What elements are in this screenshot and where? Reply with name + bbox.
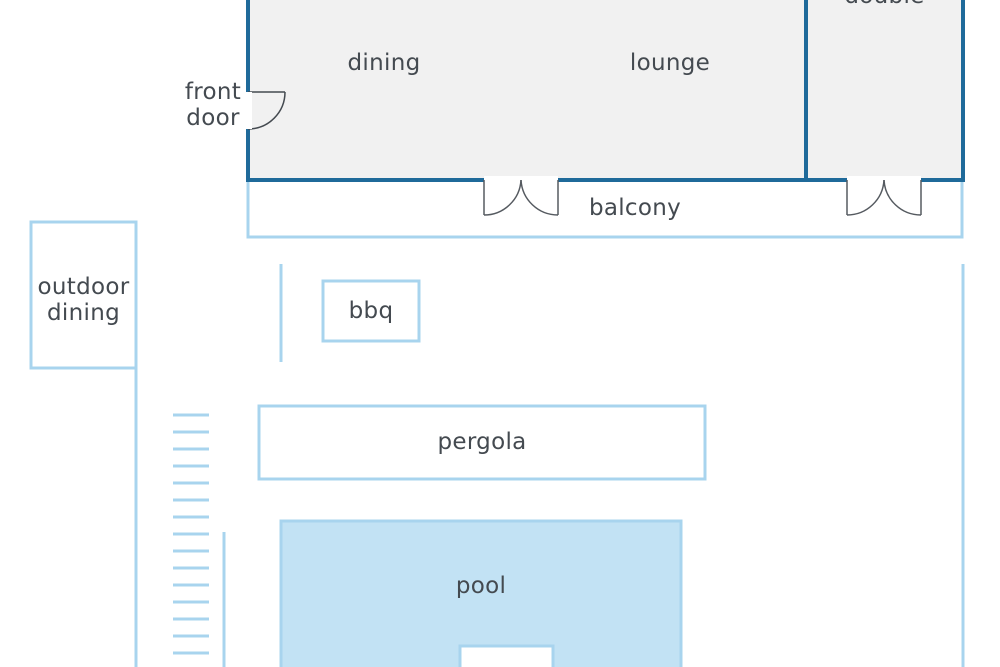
front-door-icon bbox=[244, 91, 286, 130]
bbq-area bbox=[321, 279, 421, 343]
label-front-door: front door bbox=[184, 79, 242, 131]
double-room bbox=[804, 0, 965, 182]
main-room bbox=[246, 0, 808, 182]
label-pergola: pergola bbox=[437, 429, 527, 455]
label-pool: pool bbox=[455, 573, 507, 599]
outdoor-dining-area bbox=[29, 220, 138, 370]
label-double: double bbox=[806, 0, 963, 9]
balcony-door-left-icon bbox=[483, 176, 559, 216]
label-dining: dining bbox=[347, 50, 421, 76]
pool-step bbox=[458, 644, 555, 667]
label-balcony: balcony bbox=[588, 195, 682, 221]
pergola-area bbox=[257, 404, 707, 481]
balcony-area bbox=[246, 176, 964, 239]
steps-icon bbox=[173, 413, 209, 655]
label-bbq: bbq bbox=[348, 298, 394, 324]
balcony-door-right-icon bbox=[846, 176, 922, 216]
pool-area bbox=[279, 519, 683, 667]
label-outdoor-dining: outdoor dining bbox=[37, 274, 130, 326]
label-lounge: lounge bbox=[629, 50, 711, 76]
